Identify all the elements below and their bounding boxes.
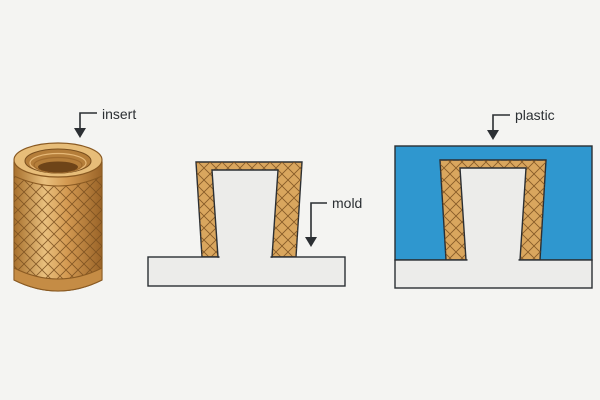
insert-pointer-arrow xyxy=(74,112,97,138)
plastic-label: plastic xyxy=(515,107,555,123)
arrow-down-icon xyxy=(305,237,317,247)
overmolded-assembly xyxy=(394,145,593,289)
mold-base-right xyxy=(394,259,593,289)
mold-label: mold xyxy=(332,195,363,211)
mold-core-pin xyxy=(211,169,279,258)
mold-assembly xyxy=(147,161,346,287)
mold-pointer-arrow xyxy=(305,202,327,247)
plastic-pointer-arrow xyxy=(487,114,510,140)
insert-label: insert xyxy=(102,106,137,122)
mold-base xyxy=(147,256,346,287)
arrow-down-icon xyxy=(74,128,86,138)
arrow-down-icon xyxy=(487,130,499,140)
brass-insert xyxy=(13,142,103,292)
